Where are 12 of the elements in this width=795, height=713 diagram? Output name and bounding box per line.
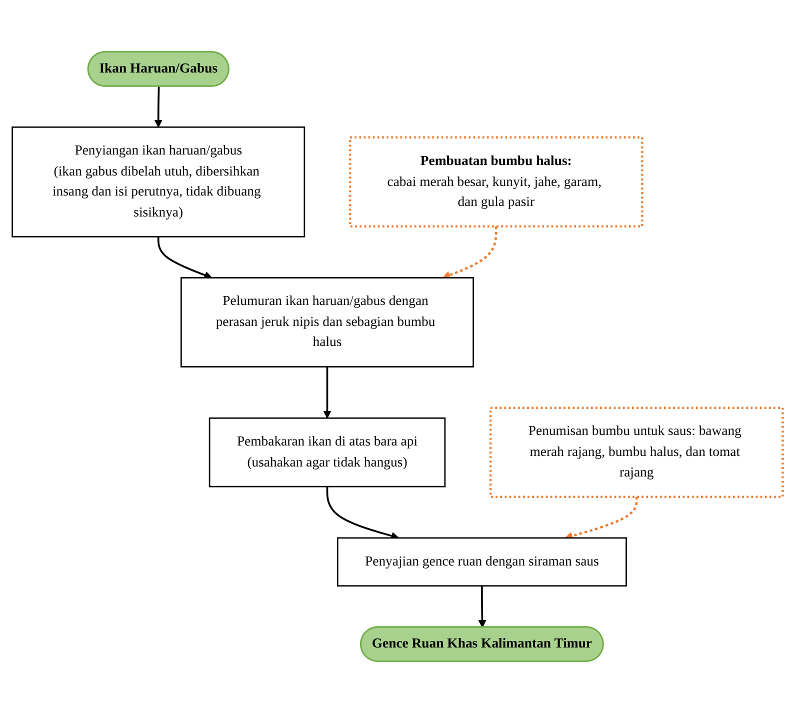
node-box: Pembuatan bumbu halus: cabai merah besar, kunyit, jahe, garam, dan gula pasir (348, 136, 644, 228)
node-box: Pembakaran ikan di atas bara api (usahakan agar tidak hangus) (208, 417, 446, 488)
node-box: Penyiangan ikan haruan/gabus (ikan gabus dibelah utuh, dibersihkan insang dan isi perutnya, tidak dibuang sisiknya) (12, 126, 306, 238)
arrow (442, 226, 498, 279)
arrow (154, 86, 162, 128)
arrow (478, 586, 486, 628)
arrow (564, 496, 638, 540)
node-box: Penyajian gence ruan dengan siraman saus (336, 537, 627, 587)
node-box: Pelumuran ikan haruan/gabus dengan perasan jeruk nipis dan sebagian bumbu halus (180, 277, 474, 368)
arrow (157, 236, 212, 279)
arrow (323, 366, 332, 418)
node-box: Penumisan bumbu untuk saus: bawang merah rajang, bumbu halus, dan tomat rajang (489, 406, 784, 498)
